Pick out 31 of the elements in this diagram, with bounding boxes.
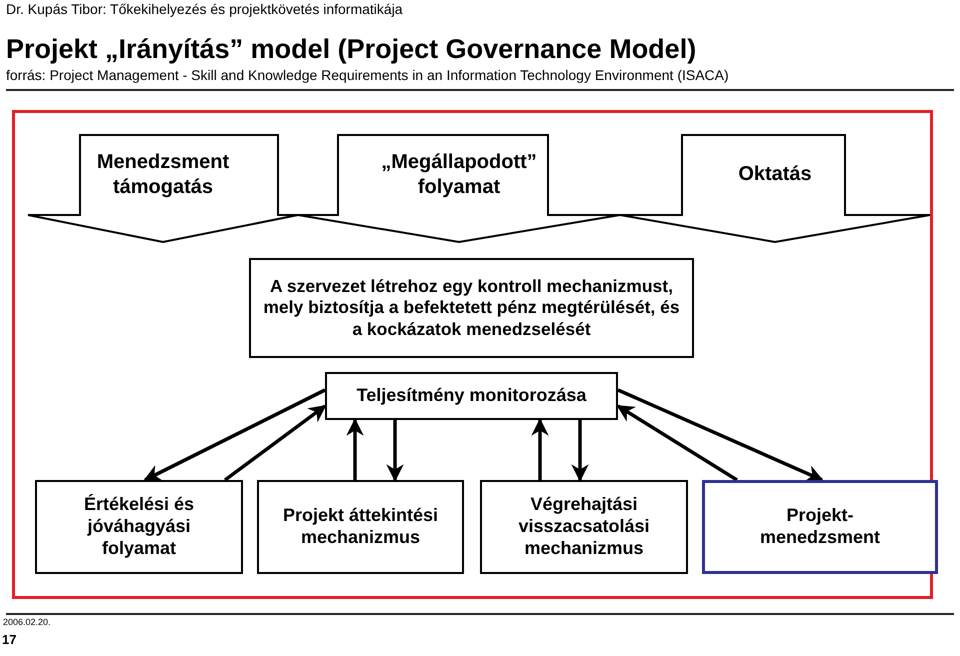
node-text: Oktatás (738, 162, 812, 187)
arrow (616, 404, 738, 482)
process-box (325, 372, 618, 420)
title: Projekt „Irányítás” model (Project Governance Model) (6, 34, 696, 65)
arrow (531, 418, 549, 480)
node-text: Projekt áttekintési mechanizmus (282, 505, 440, 549)
process-box (249, 258, 694, 358)
arrow (143, 388, 326, 482)
node-text: Projekt-menedzsment (758, 505, 882, 549)
page-number: 17 (2, 632, 16, 647)
arrow (386, 420, 404, 482)
node-text: Menedzsment támogatás (96, 150, 230, 199)
down-arrow-box (28, 135, 298, 242)
process-box (480, 480, 688, 574)
node-text: Teljesítmény monitorozása (356, 385, 586, 407)
header-text: Dr. Kupás Tibor: Tőkekihelyezés és projektkövetés informatikája (6, 1, 403, 17)
node-text: Végrehajtási visszacsatolási mechanizmus (517, 494, 651, 560)
source-note: forrás: Project Management - Skill and Knowledge Requirements in an Information Technology Environment (ISACA) (6, 67, 729, 83)
process-box (35, 480, 243, 574)
node-text: A szervezet létrehoz egy kontroll mechanizmust, mely biztosítja a befektetett pénz megtérülését, és a kockázatok menedzselését (262, 276, 681, 340)
node-text: Értékelési és jóváhagyási folyamat (82, 494, 196, 560)
arrow (571, 420, 589, 482)
node-text: „Megállapodott” folyamat (380, 150, 538, 199)
date-text: 2006.02.20. (3, 617, 51, 627)
arrow (224, 404, 326, 482)
process-box (257, 480, 464, 574)
down-arrow-box (298, 135, 620, 242)
arrow (346, 418, 364, 480)
arrow (617, 388, 824, 482)
process-box (702, 480, 938, 574)
down-arrow-box (620, 135, 930, 242)
